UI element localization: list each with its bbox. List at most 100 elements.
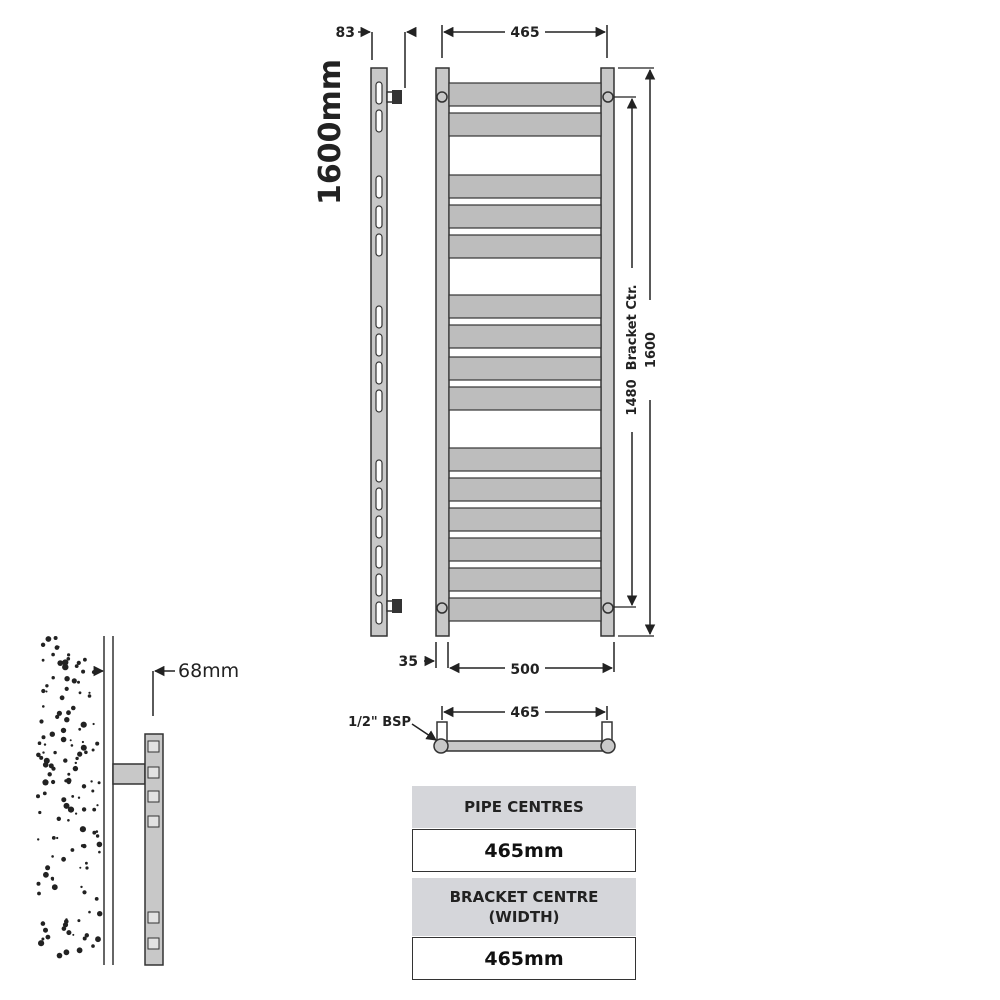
wall-speckle bbox=[66, 779, 72, 785]
wall-speckle bbox=[43, 871, 49, 878]
towel-bar bbox=[448, 507, 602, 532]
wall-texture bbox=[36, 636, 103, 959]
wall-speckle bbox=[81, 740, 84, 744]
towel-bar bbox=[448, 567, 602, 592]
side-slot bbox=[375, 601, 383, 625]
wall-speckle bbox=[79, 826, 86, 833]
wall-speckle bbox=[78, 727, 82, 731]
side-slot bbox=[375, 545, 383, 569]
wall-speckle bbox=[67, 806, 75, 813]
overall-height-dimension: 1600 bbox=[618, 67, 659, 637]
offset-label: 35 bbox=[399, 654, 418, 670]
pipe-centres-value-cell: 465mm bbox=[412, 829, 636, 872]
wall-speckle bbox=[63, 802, 70, 809]
bracket-ctr-label: 1480 Bracket Ctr. bbox=[625, 284, 640, 415]
wall-speckle bbox=[71, 795, 75, 798]
rail-square bbox=[147, 937, 160, 950]
wall-speckle bbox=[66, 710, 71, 716]
rail-square bbox=[147, 815, 160, 828]
towel-bar bbox=[448, 234, 602, 259]
towel-bar bbox=[448, 386, 602, 411]
towel-bar bbox=[448, 174, 602, 199]
wall-speckle bbox=[65, 918, 68, 921]
side-bottom-valve bbox=[386, 599, 402, 613]
wall-speckle bbox=[66, 930, 72, 936]
wall-speckle bbox=[50, 876, 55, 881]
towel-bar bbox=[448, 82, 602, 107]
left-rail bbox=[435, 67, 450, 637]
pipe-centres-header: PIPE CENTRES bbox=[412, 786, 636, 828]
wall-speckle bbox=[88, 691, 91, 694]
wall-speckle bbox=[59, 695, 65, 701]
wall-speckle bbox=[38, 810, 42, 815]
rail-square bbox=[147, 911, 160, 924]
bottom-pipe bbox=[440, 740, 609, 752]
wall-speckle bbox=[39, 719, 44, 724]
wall-speckle bbox=[85, 861, 88, 865]
top-width-label: 465 bbox=[510, 25, 539, 41]
side-slot bbox=[375, 459, 383, 483]
top-width-dimension: 465 bbox=[441, 25, 608, 58]
towel-bar bbox=[448, 204, 602, 229]
wall-speckle bbox=[82, 936, 87, 941]
wall-speckle bbox=[41, 937, 45, 941]
wall-speckle bbox=[83, 657, 87, 662]
wall-speckle bbox=[51, 855, 54, 858]
wall-speckle bbox=[51, 676, 55, 680]
wall-speckle bbox=[55, 714, 60, 720]
wall-speckle bbox=[42, 791, 47, 796]
pipe-end-left bbox=[433, 738, 449, 754]
wall-speckle bbox=[77, 680, 80, 684]
wall-speckle bbox=[82, 890, 87, 895]
side-slot bbox=[375, 233, 383, 257]
wall-speckle bbox=[63, 949, 70, 956]
wall-speckle bbox=[95, 936, 101, 943]
wall-speckle bbox=[43, 743, 47, 746]
wall-gap-label: 68mm bbox=[178, 660, 239, 682]
wall-speckle bbox=[42, 779, 49, 786]
bsp-label: 1/2" BSP bbox=[348, 715, 411, 730]
side-slot bbox=[375, 573, 383, 597]
wall-speckle bbox=[74, 664, 79, 668]
wall-speckle bbox=[40, 921, 46, 926]
wall-speckle bbox=[51, 652, 55, 657]
wall-speckle bbox=[69, 739, 72, 742]
wall-speckle bbox=[42, 705, 45, 708]
wall-speckle bbox=[60, 727, 67, 734]
height-title: 1600mm bbox=[313, 59, 348, 205]
wall-speckle bbox=[56, 836, 59, 840]
side-slot bbox=[375, 389, 383, 413]
wall-speckle bbox=[97, 911, 103, 917]
bracket-bottom-left bbox=[436, 602, 448, 614]
wall-speckle bbox=[37, 838, 40, 841]
wall-speckle bbox=[88, 910, 91, 914]
wall-speckle bbox=[77, 751, 83, 757]
towel-bar bbox=[448, 112, 602, 137]
wall-speckle bbox=[92, 722, 95, 726]
bracket-centre-header: BRACKET CENTRE (WIDTH) bbox=[412, 878, 636, 936]
wall-speckle bbox=[66, 657, 71, 661]
wall-speckle bbox=[60, 736, 67, 743]
wall-speckle bbox=[91, 944, 95, 948]
wall-speckle bbox=[61, 856, 66, 862]
towel-bar bbox=[448, 294, 602, 319]
wall-speckle bbox=[36, 881, 41, 886]
wall-speckle bbox=[95, 830, 99, 833]
wall-speckle bbox=[56, 952, 63, 959]
wall-speckle bbox=[45, 636, 52, 642]
wall-speckle bbox=[45, 934, 51, 940]
wall-speckle bbox=[70, 744, 74, 747]
bracket-ctr-dimension: 1480 Bracket Ctr. bbox=[614, 96, 640, 608]
wall-speckle bbox=[56, 710, 63, 716]
wall-speckle bbox=[37, 891, 41, 896]
wall-speckle bbox=[41, 735, 46, 740]
wall-speckle bbox=[47, 772, 52, 777]
wall-speckle bbox=[36, 794, 40, 799]
bracket-centre-value: 465mm bbox=[484, 947, 564, 970]
wall-speckle bbox=[91, 748, 95, 752]
wall-speckle bbox=[53, 636, 58, 640]
bottom-width-dimension: 35 500 bbox=[399, 642, 615, 678]
wall-speckle bbox=[57, 645, 60, 649]
wall-speckle bbox=[92, 807, 97, 812]
wall-speckle bbox=[76, 660, 81, 666]
